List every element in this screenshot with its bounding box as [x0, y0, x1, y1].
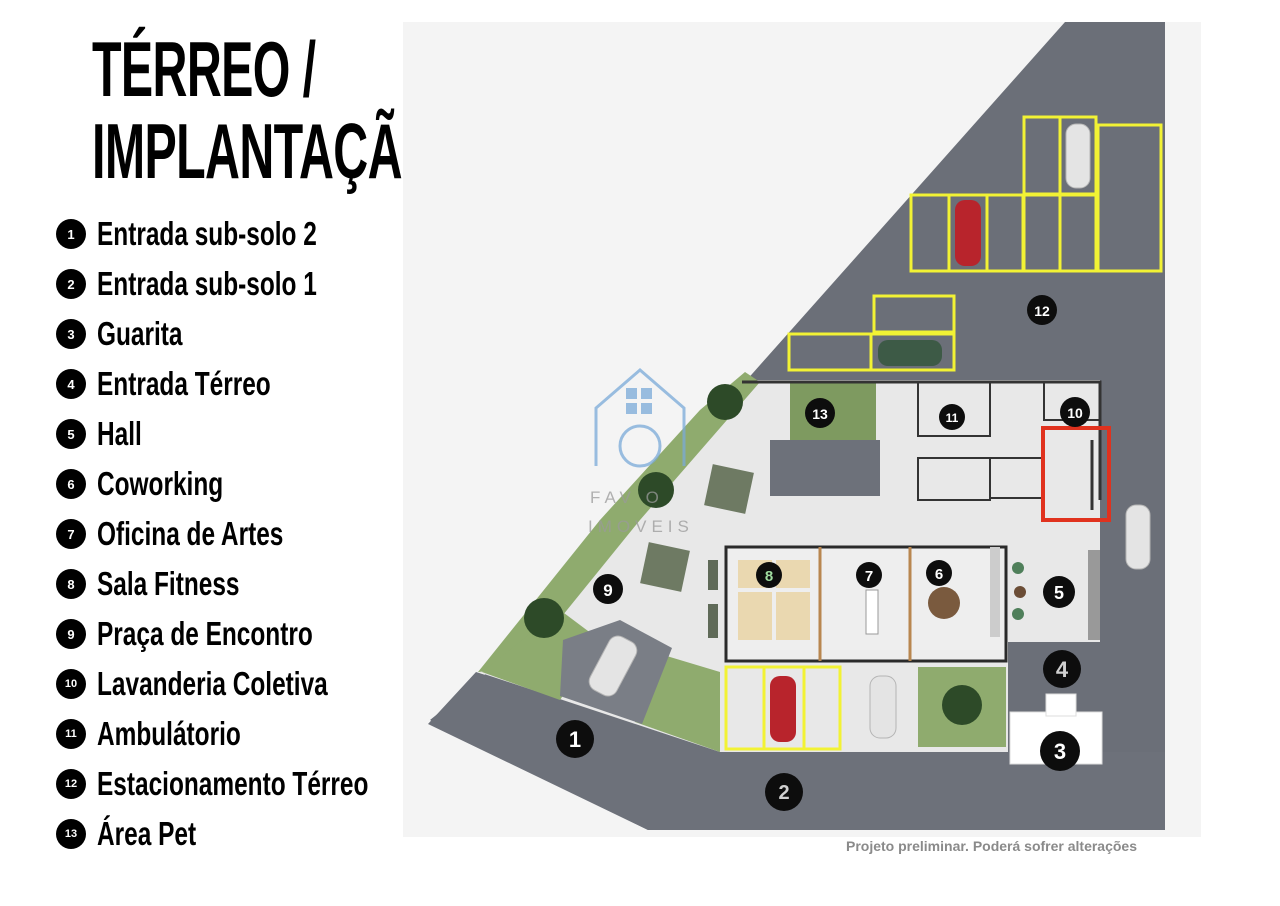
- legend-label: Entrada sub-solo 2: [97, 215, 317, 252]
- roof-block: [770, 440, 880, 496]
- legend-item: 11 Ambulátorio: [56, 714, 291, 754]
- ambulatory-room: [917, 381, 991, 437]
- plaza-umbrellas: [640, 464, 754, 592]
- marker-1: 1: [556, 720, 594, 758]
- legend-number-badge: 1: [56, 219, 86, 249]
- disclaimer-note: Projeto preliminar. Poderá sofrer altera…: [846, 838, 1138, 854]
- svg-text:7: 7: [865, 568, 873, 585]
- legend-number-badge: 8: [56, 569, 86, 599]
- legend-number-badge: 13: [56, 819, 86, 849]
- svg-text:11: 11: [946, 411, 959, 425]
- legend-item: 1 Entrada sub-solo 2: [56, 214, 394, 254]
- art-table: [865, 589, 879, 635]
- marker-3: 3: [1040, 731, 1080, 771]
- legend-label: Entrada Térreo: [97, 365, 271, 402]
- legend-number-badge: 3: [56, 319, 86, 349]
- legend-label: Estacionamento Térreo: [97, 765, 369, 802]
- svg-text:13: 13: [812, 406, 828, 422]
- legend-label: Ambulátorio: [97, 715, 241, 752]
- legend-item: 6 Coworking: [56, 464, 268, 504]
- legend-item: 4 Entrada Térreo: [56, 364, 332, 404]
- legend-item: 9 Praça de Encontro: [56, 614, 389, 654]
- marker-12: 12: [1027, 295, 1057, 325]
- legend-item: 8 Sala Fitness: [56, 564, 290, 604]
- marker-2: 2: [765, 773, 803, 811]
- legend-label: Sala Fitness: [97, 565, 240, 602]
- legend-number-badge: 4: [56, 369, 86, 399]
- legend-number-badge: 2: [56, 269, 86, 299]
- svg-text:4: 4: [1056, 657, 1069, 682]
- legend-label: Praça de Encontro: [97, 615, 313, 652]
- marker-11: 11: [939, 404, 965, 430]
- marker-13: 13: [805, 398, 835, 428]
- title-line-2: IMPLANTAÇÃO: [92, 107, 440, 195]
- marker-8: 8: [756, 562, 782, 588]
- svg-text:8: 8: [765, 568, 773, 585]
- legend-number-badge: 7: [56, 519, 86, 549]
- marker-4: 4: [1043, 650, 1081, 688]
- legend-number-badge: 10: [56, 669, 86, 699]
- legend-item: 12 Estacionamento Térreo: [56, 764, 464, 804]
- plant: [1012, 562, 1024, 574]
- marker-5: 5: [1043, 576, 1075, 608]
- legend-number-badge: 6: [56, 469, 86, 499]
- legend-item: 7 Oficina de Artes: [56, 514, 349, 554]
- legend-label: Coworking: [97, 465, 224, 502]
- trees: [524, 384, 982, 725]
- plant: [1012, 608, 1024, 620]
- watermark-logo: FAV O IMOVEIS: [588, 368, 694, 536]
- parked-cars: [588, 123, 1151, 742]
- guard-roof: [1045, 693, 1077, 717]
- legend-item: 3 Guarita: [56, 314, 213, 354]
- lawn-strip: [478, 372, 760, 672]
- legend-number-badge: 9: [56, 619, 86, 649]
- counter: [990, 547, 1000, 637]
- legend-item: 5 Hall: [56, 414, 158, 454]
- benches: [708, 560, 718, 638]
- site-plan: FAV O IMOVEIS 1 2 3 4 5 6 7: [403, 22, 1201, 837]
- legend-label: Área Pet: [97, 815, 197, 852]
- legend-number-badge: 12: [56, 769, 86, 799]
- plan-markers: 1 2 3 4 5 6 7 8: [556, 295, 1090, 811]
- watermark-text-1: FAV O: [590, 488, 664, 507]
- legend-number-badge: 11: [56, 719, 86, 749]
- marker-10: 10: [1060, 397, 1090, 427]
- svg-text:10: 10: [1067, 405, 1083, 421]
- legend-item: 2 Entrada sub-solo 1: [56, 264, 394, 304]
- svg-text:2: 2: [778, 782, 789, 804]
- legend-label: Oficina de Artes: [97, 515, 284, 552]
- marker-9: 9: [593, 574, 623, 604]
- page-title: TÉRREO / IMPLANTAÇÃO: [92, 25, 440, 195]
- hall-table: [1014, 586, 1026, 598]
- parking-spots: [724, 115, 1163, 751]
- legend-item: 10 Lavanderia Coletiva: [56, 664, 409, 704]
- svg-text:5: 5: [1054, 583, 1064, 603]
- legend-label: Hall: [97, 415, 142, 452]
- hall-wall: [1088, 550, 1100, 640]
- legend-item: 13 Área Pet: [56, 814, 231, 854]
- title-line-1: TÉRREO /: [92, 25, 316, 113]
- watermark-text-2: IMOVEIS: [588, 517, 694, 536]
- svg-text:9: 9: [603, 581, 612, 600]
- legend-number-badge: 5: [56, 419, 86, 449]
- marker-6: 6: [926, 560, 952, 586]
- highlight-box: [1041, 426, 1111, 522]
- coworking-table: [928, 587, 960, 619]
- legend-label: Guarita: [97, 315, 183, 352]
- svg-text:3: 3: [1054, 739, 1066, 764]
- svg-text:6: 6: [935, 566, 943, 583]
- legend-label: Entrada sub-solo 1: [97, 265, 317, 302]
- legend-label: Lavanderia Coletiva: [97, 665, 328, 702]
- svg-text:12: 12: [1034, 303, 1050, 319]
- marker-7: 7: [856, 562, 882, 588]
- svg-text:1: 1: [569, 727, 581, 752]
